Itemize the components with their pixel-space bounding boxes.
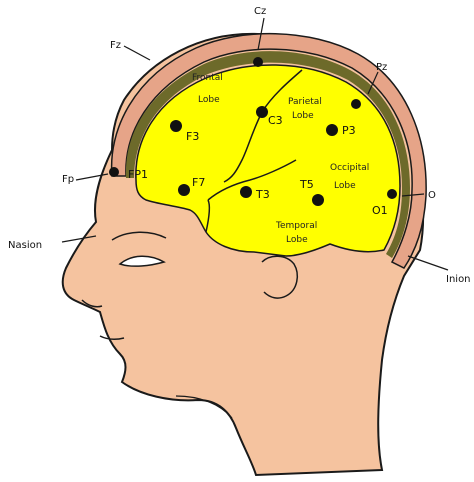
electrode-label-t3: T3 — [255, 188, 270, 201]
electrode-t3 — [240, 186, 252, 198]
pointer-fz — [124, 46, 150, 60]
electrode-label-c3: C3 — [268, 114, 283, 127]
label-fz: Fz — [110, 40, 121, 51]
label-o: O — [428, 190, 436, 201]
electrode-fz — [253, 57, 263, 67]
electrode-pz-dot — [351, 99, 361, 109]
electrode-c3 — [256, 106, 268, 118]
lobe-label-occipital-2: Lobe — [334, 181, 356, 191]
electrode-f7 — [178, 184, 190, 196]
electrode-t5 — [312, 194, 324, 206]
electrode-f3 — [170, 120, 182, 132]
electrode-label-p3: P3 — [342, 124, 356, 137]
lobe-label-temporal: Temporal — [275, 221, 317, 231]
pointer-inion — [408, 256, 448, 270]
lobe-label-frontal: Frontal — [192, 73, 223, 83]
label-inion: Inion — [446, 274, 471, 285]
electrode-label-fp1: FP1 — [128, 168, 148, 181]
label-fp: Fp — [62, 174, 74, 185]
label-cz: Cz — [254, 6, 266, 17]
lobe-label-parietal: Parietal — [288, 97, 322, 107]
electrode-label-t5: T5 — [299, 178, 314, 191]
label-pz: Pz — [376, 62, 387, 73]
ear — [262, 256, 297, 298]
lobe-label-temporal-2: Lobe — [286, 235, 308, 245]
electrode-label-o1: O1 — [372, 204, 388, 217]
lobe-label-occipital: Occipital — [330, 163, 369, 173]
lobe-label-parietal-2: Lobe — [292, 111, 314, 121]
electrode-label-f7: F7 — [192, 176, 205, 189]
electrode-fp1 — [109, 167, 119, 177]
lobe-label-frontal-2: Lobe — [198, 95, 220, 105]
electrode-label-f3: F3 — [186, 130, 199, 143]
electrode-p3 — [326, 124, 338, 136]
label-nasion: Nasion — [8, 240, 42, 251]
electrode-o1 — [387, 189, 397, 199]
